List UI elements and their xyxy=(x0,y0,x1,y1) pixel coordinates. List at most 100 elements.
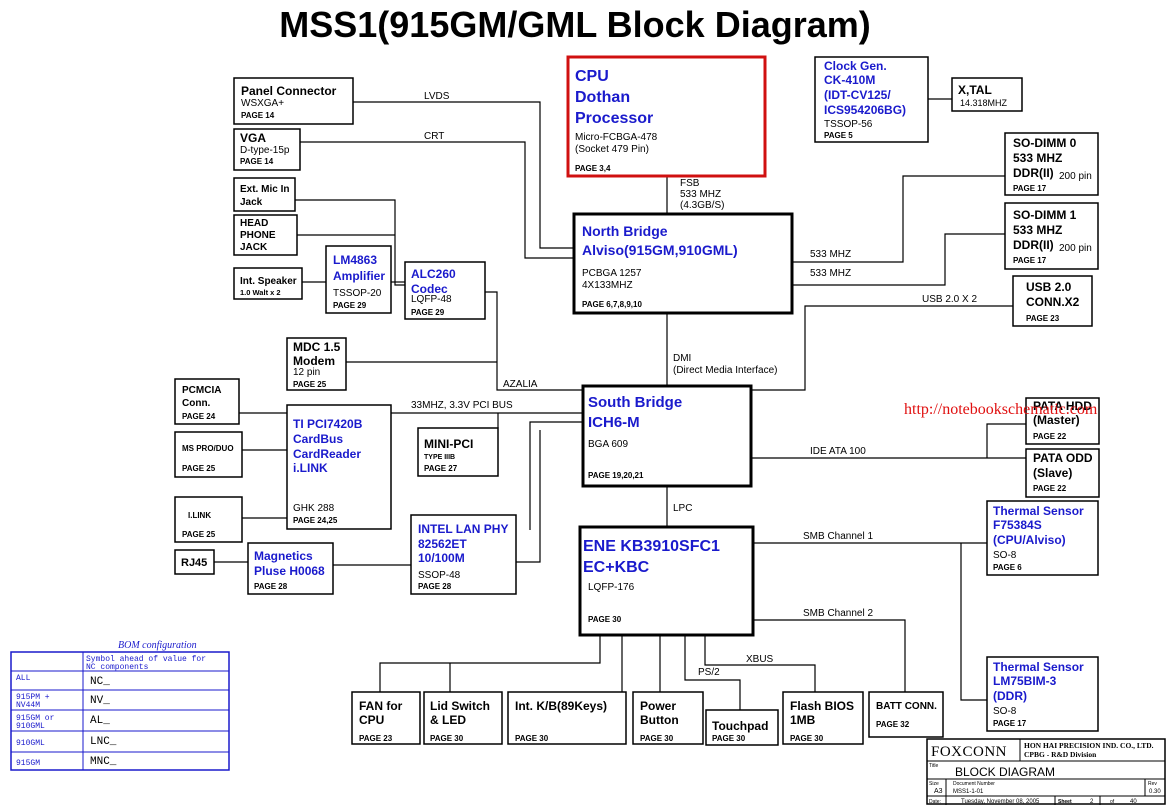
sodimm1-block: SO-DIMM 1 533 MHZ DDR(II) 200 pin PAGE 1… xyxy=(1013,208,1092,265)
tb-of-label: of xyxy=(1110,799,1115,805)
sig-usb: USB 2.0 X 2 xyxy=(922,294,977,305)
cpu-line2: Dothan xyxy=(575,89,630,106)
thermal1-line1: Thermal Sensor xyxy=(993,504,1084,518)
tb-company: FOXCONN xyxy=(931,744,1007,760)
bom-row-value: LNC_ xyxy=(90,736,117,748)
power-page: PAGE 30 xyxy=(640,734,674,743)
head-line3: JACK xyxy=(240,242,268,253)
bom-row-key: 915GM or xyxy=(16,714,55,723)
nb-sub2: 4X133MHZ xyxy=(582,280,633,291)
box-frames xyxy=(174,55,1100,746)
pcmcia-page: PAGE 24 xyxy=(182,412,216,421)
tb-doc-label: Document Number xyxy=(953,781,995,787)
alc260-page: PAGE 29 xyxy=(411,308,445,317)
ec-line2: EC+KBC xyxy=(583,559,650,576)
magnetics-block: Magnetics Pluse H0068 PAGE 28 xyxy=(254,549,325,591)
keyboard-block: Int. K/B(89Keys) PAGE 30 xyxy=(515,699,607,743)
sb-sub: BGA 609 xyxy=(588,439,628,450)
tb-date: Tuesday, November 08, 2005 xyxy=(961,799,1040,805)
thermal2-page: PAGE 17 xyxy=(993,719,1027,728)
thermal2-line2: LM75BIM-3 xyxy=(993,674,1057,688)
lm4863-sub: TSSOP-20 xyxy=(333,288,382,299)
title-block: FOXCONN HON HAI PRECISION IND. CO., LTD.… xyxy=(926,738,1166,805)
cpu-page: PAGE 3,4 xyxy=(575,164,611,173)
lan-block: INTEL LAN PHY 82562ET 10/100M SSOP-48 PA… xyxy=(418,522,508,591)
pcmcia-block: PCMCIA Conn. PAGE 24 xyxy=(182,385,221,421)
ec-line1: ENE KB3910SFC1 xyxy=(583,538,720,555)
bom-row-value: MNC_ xyxy=(90,756,117,768)
sig-533-2: 533 MHZ xyxy=(810,268,851,279)
mdc-sub: 12 pin xyxy=(293,367,320,378)
bom-row-value: AL_ xyxy=(90,715,110,727)
sodimm0-sub: 200 pin xyxy=(1059,171,1092,182)
batt-conn-block: BATT CONN. PAGE 32 xyxy=(876,701,937,729)
clock-sub: TSSOP-56 xyxy=(824,119,873,130)
sig-pci: 33MHZ, 3.3V PCI BUS xyxy=(411,400,513,411)
lid-line1: Lid Switch xyxy=(430,699,490,713)
batt-title: BATT CONN. xyxy=(876,701,937,712)
sig-xbus: XBUS xyxy=(746,654,774,665)
extmic-line1: Ext. Mic In xyxy=(240,184,289,195)
sodimm0-line2: 533 MHZ xyxy=(1013,151,1062,165)
tb-rev-label: Rev xyxy=(1148,781,1157,787)
pata-hdd-block: PATA HDD (Master) PAGE 22 xyxy=(1033,399,1092,441)
thermal-sensor-2-block: Thermal Sensor LM75BIM-3 (DDR) SO-8 PAGE… xyxy=(993,660,1084,728)
sb-page: PAGE 19,20,21 xyxy=(588,471,644,480)
thermal2-line3: (DDR) xyxy=(993,689,1027,703)
tb-of: 40 xyxy=(1130,799,1137,805)
tb-size-label: Size xyxy=(929,781,939,787)
flash-bios-block: Flash BIOS 1MB PAGE 30 xyxy=(790,699,854,743)
thermal1-line2: F75384S xyxy=(993,518,1042,532)
sodimm1-page: PAGE 17 xyxy=(1013,256,1047,265)
ec-sub: LQFP-176 xyxy=(588,582,635,593)
speaker-title: Int. Speaker xyxy=(240,276,297,287)
kb-page: PAGE 30 xyxy=(515,734,549,743)
nb-sub1: PCBGA 1257 xyxy=(582,268,642,279)
bom-row-value: NC_ xyxy=(90,676,110,688)
ti-sub: GHK 288 xyxy=(293,503,335,514)
sig-fsb2: 533 MHZ xyxy=(680,189,721,200)
signal-labels: LVDS CRT FSB 533 MHZ (4.3GB/S) 533 MHZ 5… xyxy=(411,91,977,678)
panel-title: Panel Connector xyxy=(241,84,337,98)
lid-page: PAGE 30 xyxy=(430,734,464,743)
ti-line2: CardBus xyxy=(293,432,343,446)
cpu-block: CPU Dothan Processor Micro-FCBGA-478 (So… xyxy=(575,68,658,173)
touchpad-block: Touchpad PAGE 30 xyxy=(712,719,768,743)
tb-rev: 0.30 xyxy=(1149,789,1161,795)
pcmcia-line2: Conn. xyxy=(182,398,211,409)
lan-page: PAGE 28 xyxy=(418,582,452,591)
tb-date-label: Date: xyxy=(929,799,941,805)
north-bridge-block: North Bridge Alviso(915GM,910GML) PCBGA … xyxy=(582,223,738,309)
magnetics-page: PAGE 28 xyxy=(254,582,288,591)
mdc-line1: MDC 1.5 xyxy=(293,340,341,354)
tb-doc: MSS1-1-01 xyxy=(953,789,984,795)
ext-mic-block: Ext. Mic In Jack xyxy=(240,184,289,208)
lan-sub: SSOP-48 xyxy=(418,570,461,581)
ti-line1: TI PCI7420B xyxy=(293,417,363,431)
mspro-block: MS PRO/DUO PAGE 25 xyxy=(182,444,234,473)
speaker-block: Int. Speaker 1.0 Walt x 2 xyxy=(240,276,297,297)
alc260-sub: LQFP-48 xyxy=(411,294,452,305)
sig-lvds: LVDS xyxy=(424,91,450,102)
sig-ps2: PS/2 xyxy=(698,667,720,678)
xtal-sub: 14.318MHZ xyxy=(960,98,1008,108)
flash-line1: Flash BIOS xyxy=(790,699,854,713)
fan-line1: FAN for xyxy=(359,699,403,713)
nb-page: PAGE 6,7,8,9,10 xyxy=(582,300,642,309)
sig-fsb1: FSB xyxy=(680,178,700,189)
minipci-title: MINI-PCI xyxy=(424,437,473,451)
bom-row-key: ALL xyxy=(16,674,31,683)
magnetics-line2: Pluse H0068 xyxy=(254,564,325,578)
sig-533-1: 533 MHZ xyxy=(810,249,851,260)
bom-row-value: NV_ xyxy=(90,695,110,707)
cpu-sub1: Micro-FCBGA-478 xyxy=(575,132,658,143)
sig-smb1: SMB Channel 1 xyxy=(803,531,873,542)
lm4863-line1: LM4863 xyxy=(333,253,377,267)
sig-crt: CRT xyxy=(424,131,444,142)
sodimm0-line1: SO-DIMM 0 xyxy=(1013,136,1077,150)
bom-row-key: 915PM + xyxy=(16,693,50,702)
tb-company-sub2: CPBG - R&D Division xyxy=(1024,750,1097,759)
sig-dmi2: (Direct Media Interface) xyxy=(673,365,777,376)
ec-block: ENE KB3910SFC1 EC+KBC LQFP-176 PAGE 30 xyxy=(583,538,720,624)
